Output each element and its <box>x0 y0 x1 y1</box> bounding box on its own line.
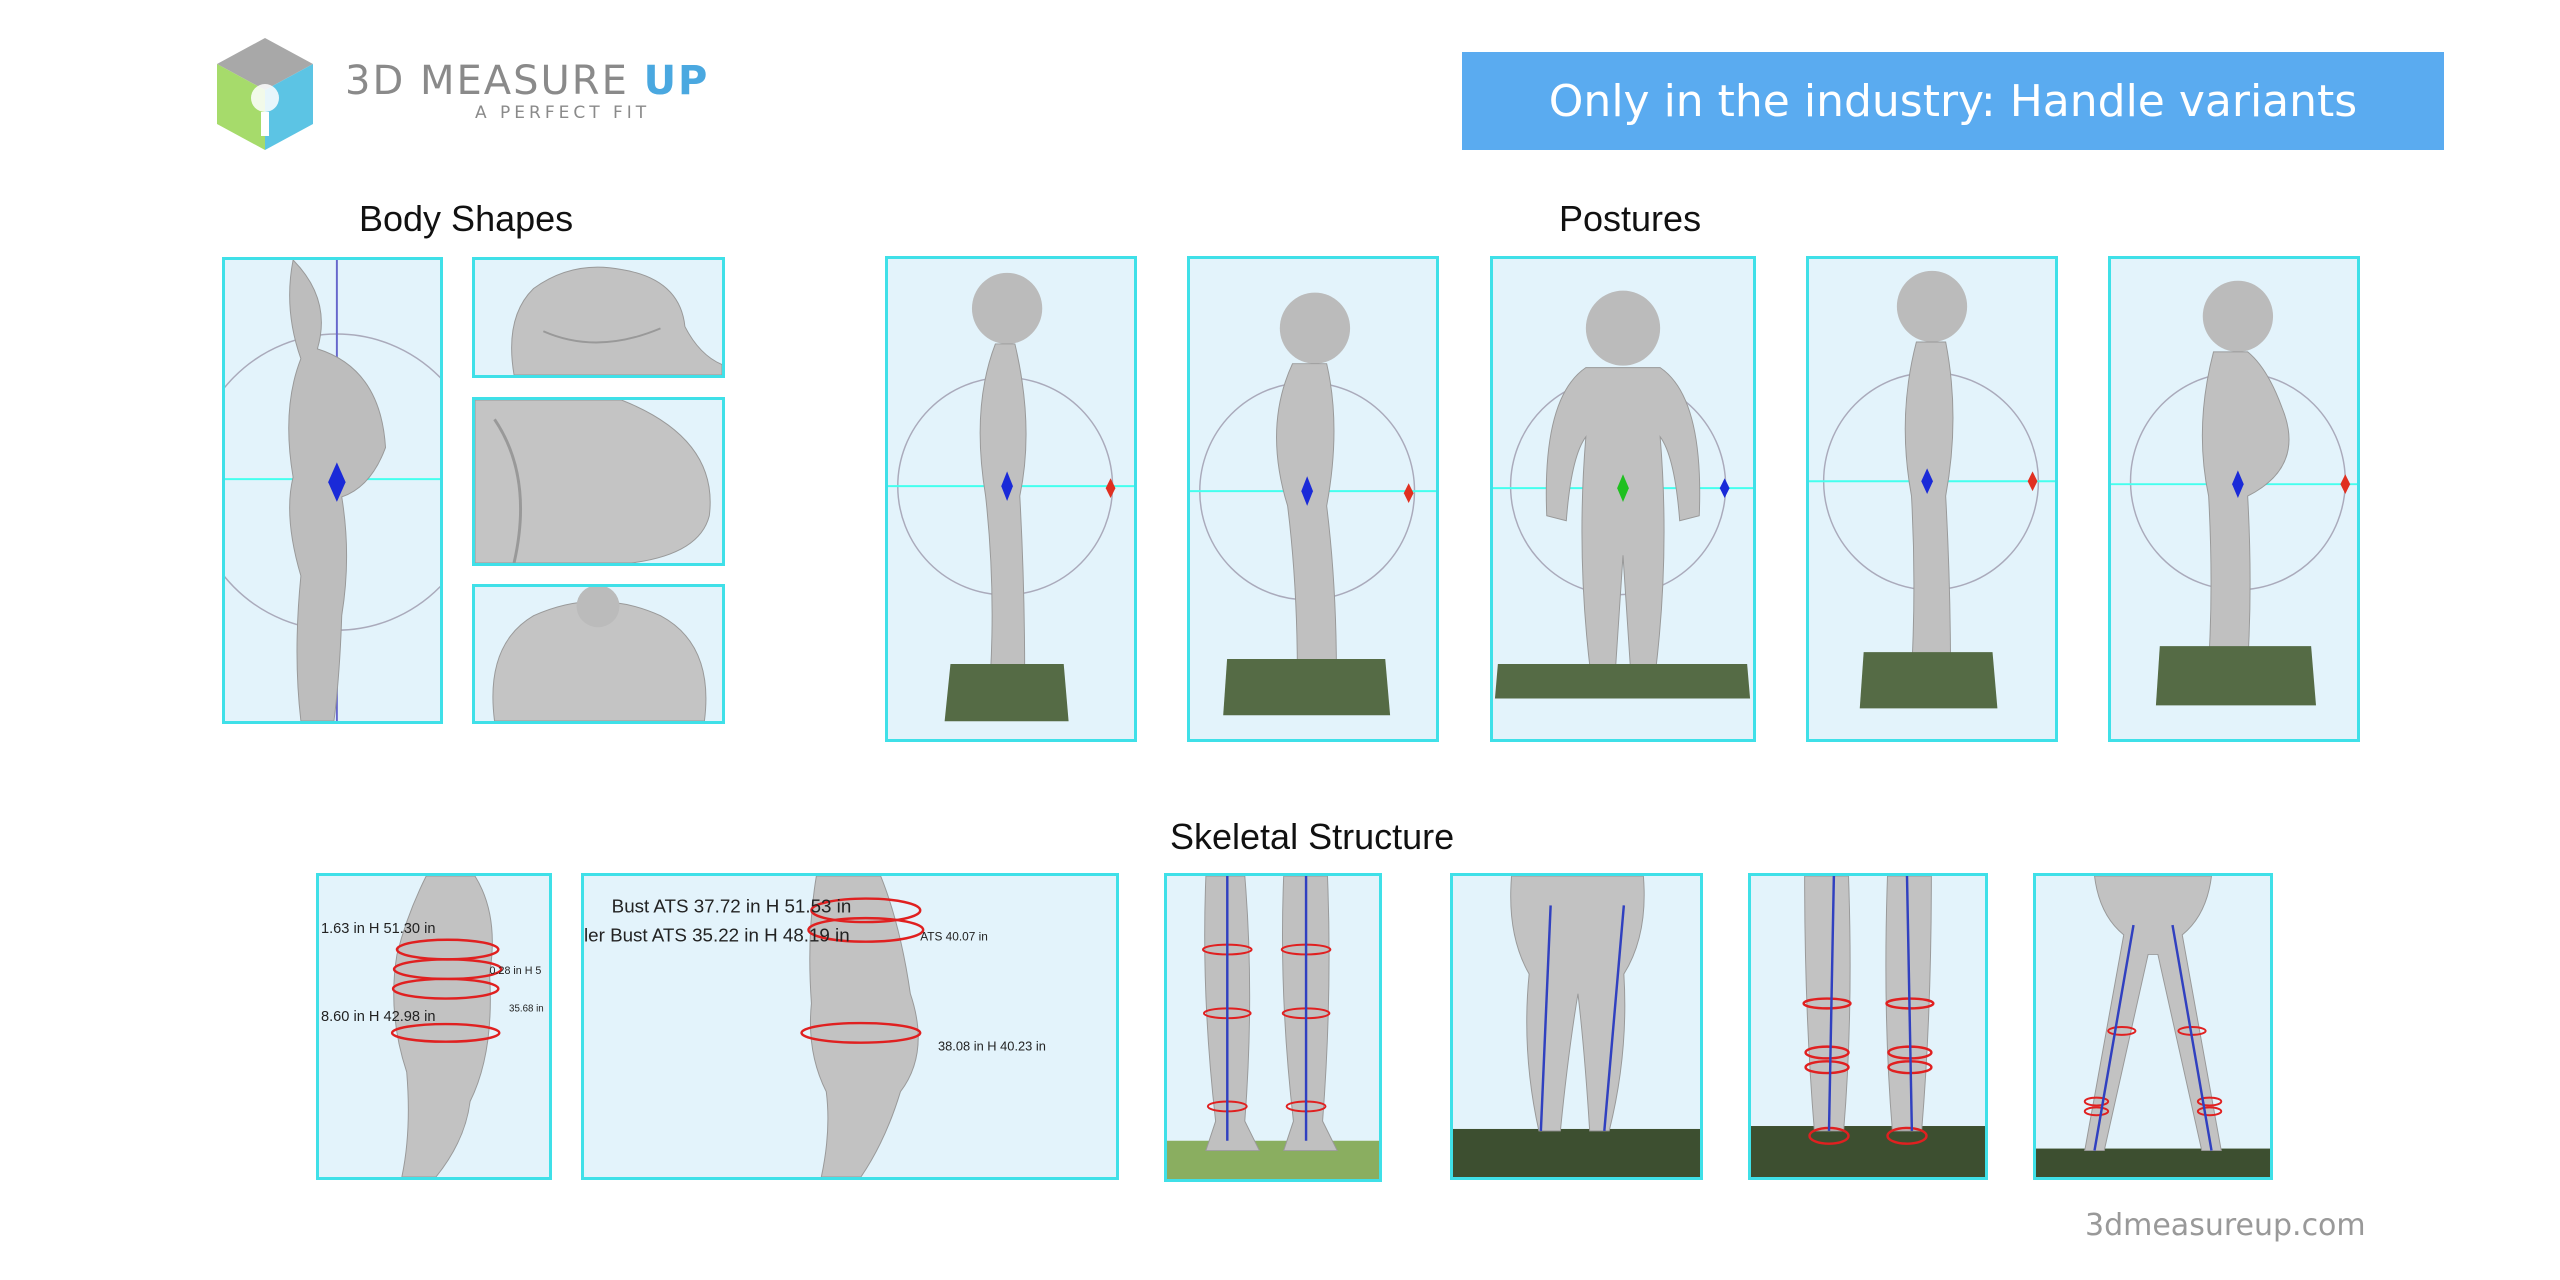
logo-name: 3D MEASURE <box>345 58 644 104</box>
skeletal-panel-legs-side <box>1164 873 1382 1182</box>
posture-panel-3 <box>1490 256 1756 742</box>
measurement-label: Bust ATS 37.72 in H 51.53 in <box>612 895 852 916</box>
measurement-label: ler Bust ATS 35.22 in H 48.19 in <box>584 925 850 946</box>
measurement-label: 8.60 in H 42.98 in <box>321 1009 436 1025</box>
posture-panel-5 <box>2108 256 2360 742</box>
banner-text: Only in the industry: Handle variants <box>1548 75 2358 127</box>
logo-name-up: UP <box>643 58 710 104</box>
body-shape-torso-closeup <box>472 584 725 724</box>
measurement-label: 1.63 in H 51.30 in <box>321 921 436 937</box>
skeletal-panel-2: Bust ATS 37.72 in H 51.53 in ler Bust AT… <box>581 873 1119 1180</box>
logo-tagline: A PERFECT FIT <box>475 103 651 123</box>
measurement-label: 38.08 in H 40.23 in <box>938 1039 1046 1054</box>
posture-panel-4 <box>1806 256 2058 742</box>
measurement-label: 35.68 in <box>509 1003 544 1014</box>
posture-panel-2 <box>1187 256 1439 742</box>
headline-banner: Only in the industry: Handle variants <box>1462 52 2444 150</box>
skeletal-panel-thighs <box>1450 873 1703 1180</box>
posture-panel-1 <box>885 256 1137 742</box>
body-shape-chest-closeup <box>472 257 725 378</box>
footer-url[interactable]: 3dmeasureup.com <box>2085 1208 2366 1243</box>
skeletal-panel-stance <box>2033 873 2273 1180</box>
skeletal-panel-1: 1.63 in H 51.30 in 8.60 in H 42.98 in 0.… <box>316 873 552 1180</box>
body-shape-belly-closeup <box>472 397 725 566</box>
body-shape-side-view <box>222 257 443 724</box>
measurement-label: 0.28 in H 5 <box>490 965 542 977</box>
body-shapes-title: Body Shapes <box>359 198 574 239</box>
skeletal-structure-title: Skeletal Structure <box>1170 816 1455 857</box>
skeletal-panel-knees <box>1748 873 1988 1180</box>
logo-wordmark: 3D MEASURE UP <box>345 58 709 104</box>
cube-logo-icon <box>217 38 313 150</box>
measurement-label: ATS 40.07 in <box>920 930 988 944</box>
postures-title: Postures <box>1559 198 1702 239</box>
